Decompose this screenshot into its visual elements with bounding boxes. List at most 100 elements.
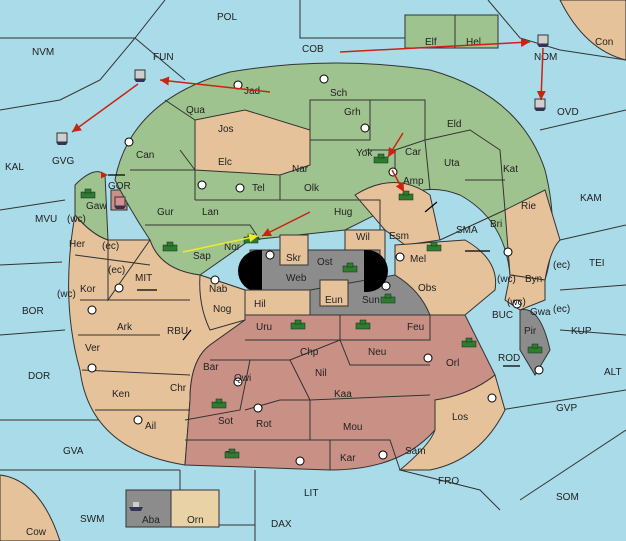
army-icon	[290, 319, 306, 330]
region-label: COB	[302, 44, 324, 55]
region-label: Nog	[213, 304, 231, 315]
army-icon	[398, 190, 414, 201]
region-label: KAM	[580, 193, 602, 204]
region-rie-byn[interactable]	[504, 189, 561, 281]
region-label: Qua	[186, 105, 205, 116]
region-label: Hug	[334, 207, 352, 218]
region-label: Jad	[244, 86, 260, 97]
region-label: Her	[69, 239, 86, 250]
army-icon	[373, 153, 389, 164]
region-label: Sun	[362, 295, 380, 306]
region-label: Con	[595, 37, 613, 48]
region-label: Ver	[85, 343, 101, 354]
region-label: Mou	[343, 422, 362, 433]
region-label: Neu	[368, 347, 386, 358]
region-label: Grh	[344, 107, 361, 118]
region-label: Orn	[187, 515, 204, 526]
region-label: Nil	[315, 368, 327, 379]
region-obs-mel[interactable]	[394, 239, 497, 316]
region-label: NVM	[32, 47, 54, 58]
region-label: Byn	[525, 274, 542, 285]
region-label: Can	[136, 150, 154, 161]
army-icon	[211, 398, 227, 409]
region-label: Gwa	[530, 307, 551, 318]
region-label: Elf	[425, 37, 437, 48]
fleet-icon	[537, 34, 549, 47]
region-black-west	[238, 250, 262, 292]
region-skr[interactable]	[279, 234, 309, 266]
region-eun[interactable]	[319, 279, 349, 307]
army-icon	[80, 188, 96, 199]
army-icon	[380, 293, 396, 304]
region-label: Gur	[157, 207, 174, 218]
region-label: Nor	[224, 242, 241, 253]
region-label: OVD	[557, 107, 579, 118]
region-label: Amp	[403, 176, 424, 187]
region-label: Kaa	[334, 389, 352, 400]
region-label: Tel	[252, 183, 265, 194]
support-arrow	[182, 233, 259, 253]
army-icon	[224, 448, 240, 459]
region-label: GVA	[63, 446, 84, 457]
region-label: Ost	[317, 257, 333, 268]
region-label: Sch	[330, 88, 347, 99]
region-label: Wil	[356, 232, 370, 243]
region-label: SOM	[556, 492, 579, 503]
region-label: Yok	[356, 148, 373, 159]
region-label: LIT	[304, 488, 318, 499]
region-hel[interactable]	[454, 14, 499, 49]
region-label: SWM	[80, 514, 104, 525]
region-label: Sot	[218, 416, 233, 427]
region-label: Skr	[286, 253, 302, 264]
passage-arrows	[100, 171, 520, 367]
region-label: Ail	[145, 421, 156, 432]
fleet-units[interactable]	[56, 34, 549, 511]
region-label: Kat	[503, 164, 518, 175]
region-label: Olk	[304, 183, 320, 194]
region-label: (wc)	[507, 297, 526, 308]
region-label: Esm	[389, 231, 409, 242]
region-elf[interactable]	[404, 14, 456, 49]
region-label: Car	[405, 147, 422, 158]
region-label: KUP	[571, 326, 592, 337]
region-label: MIT	[135, 273, 152, 284]
region-label: Ken	[112, 389, 130, 400]
region-label: Eld	[447, 119, 461, 130]
region-label: Sam	[405, 446, 426, 457]
region-nab-nog[interactable]	[199, 274, 246, 331]
region-label: Chp	[300, 347, 319, 358]
region-label: Feu	[407, 322, 424, 333]
army-icon	[527, 343, 543, 354]
region-label: Orl	[446, 358, 459, 369]
region-label: MVU	[35, 214, 57, 225]
region-esm[interactable]	[354, 182, 441, 246]
region-label: FUN	[153, 52, 174, 63]
region-label: (ec)	[108, 265, 125, 276]
region-label: NOM	[534, 52, 557, 63]
region-label: Jos	[218, 124, 234, 135]
order-arrows	[71, 37, 546, 237]
region-label: (wc)	[67, 214, 86, 225]
supply-centers	[87, 74, 544, 466]
region-label: ROD	[498, 353, 520, 364]
region-label: Hil	[254, 299, 266, 310]
region-label: (ec)	[102, 241, 119, 252]
region-label: (ec)	[553, 304, 570, 315]
region-label: Rot	[256, 419, 272, 430]
region-label: Cow	[26, 527, 47, 538]
region-label: DOR	[28, 371, 50, 382]
region-orn[interactable]	[170, 489, 220, 528]
region-label: Uru	[256, 322, 272, 333]
region-label: Uta	[444, 158, 460, 169]
region-label: GOR	[108, 181, 131, 192]
region-label: Gaw	[86, 201, 107, 212]
region-los-sam[interactable]	[398, 374, 506, 471]
region-label: Obs	[418, 283, 436, 294]
region-label: Rie	[521, 201, 536, 212]
fleet-icon	[56, 132, 68, 145]
region-label: Aba	[142, 515, 160, 526]
region-label: Bar	[203, 362, 219, 373]
army-icon	[342, 262, 358, 273]
region-label: (wc)	[497, 274, 516, 285]
fleet-icon	[534, 98, 546, 111]
